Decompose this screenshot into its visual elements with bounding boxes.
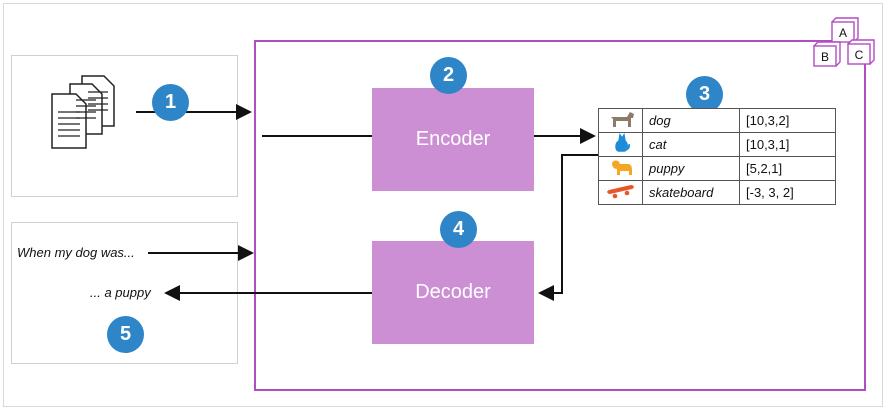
documents-icon [51, 75, 115, 149]
step-badge-4: 4 [440, 211, 477, 248]
encoder-block: Encoder [372, 88, 534, 191]
transformer-model-box [254, 40, 866, 391]
table-row: cat [10,3,1] [598, 132, 836, 157]
skateboard-icon [598, 180, 643, 205]
vector-cell: [-3, 3, 2] [739, 180, 836, 205]
input-text: When my dog was... [17, 245, 135, 260]
step-badge-2: 2 [430, 57, 467, 94]
vector-cell: [10,3,2] [739, 108, 836, 133]
logo-letter-c: C [855, 48, 864, 62]
word-cell: dog [642, 108, 740, 133]
step-badge-3: 3 [686, 76, 723, 113]
arrow-table-to-decoder [538, 154, 598, 301]
table-row: skateboard [-3, 3, 2] [598, 180, 836, 205]
word-cell: cat [642, 132, 740, 157]
vector-cell: [10,3,1] [739, 132, 836, 157]
output-text: ... a puppy [90, 285, 151, 300]
puppy-icon [598, 156, 643, 181]
documents-panel [11, 55, 238, 197]
embedding-table: dog [10,3,2] cat [10,3,1] puppy [5,2,1] … [598, 108, 836, 205]
decoder-block: Decoder [372, 241, 534, 344]
logo-letter-b: B [821, 50, 829, 64]
step-badge-5: 5 [107, 316, 144, 353]
logo-letter-a: A [839, 26, 847, 40]
word-cell: skateboard [642, 180, 740, 205]
step-badge-1: 1 [152, 84, 189, 121]
